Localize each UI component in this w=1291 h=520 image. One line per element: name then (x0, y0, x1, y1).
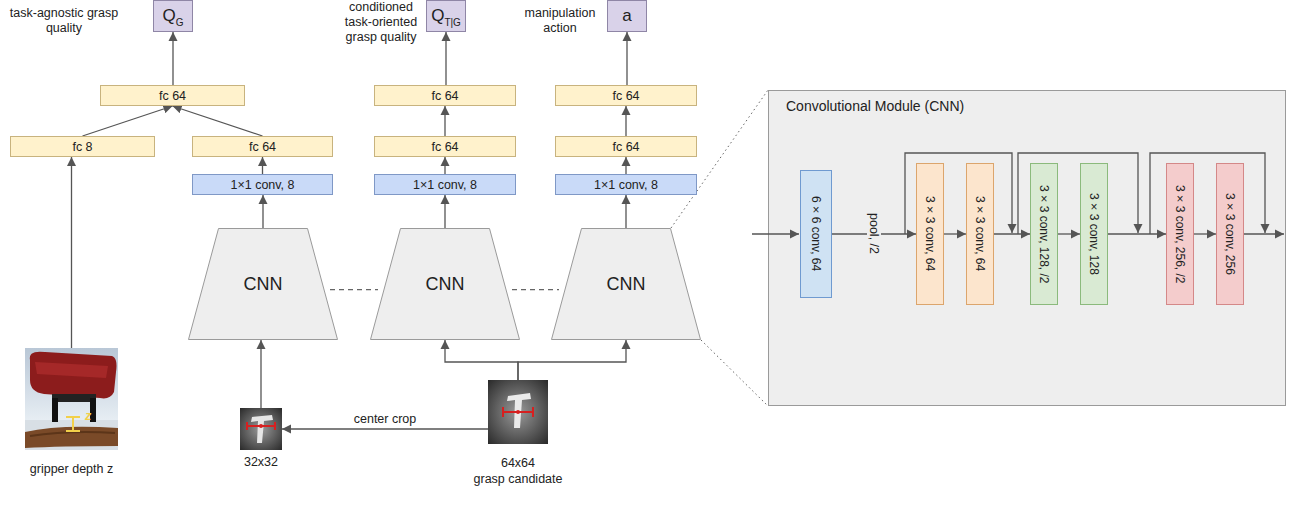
node-text: 3×3 conv, 64 (923, 196, 937, 271)
connector (330, 289, 378, 290)
module-input (752, 233, 799, 234)
node-text: 6×6 conv, 64 (809, 196, 823, 271)
connector (1058, 233, 1080, 234)
connector (444, 157, 445, 174)
connector (626, 32, 627, 85)
connector (625, 106, 626, 136)
node-text: fc 8 (72, 140, 92, 154)
node-text: fc 64 (159, 89, 186, 103)
conv-layer: 1×1 conv, 8 (192, 174, 333, 195)
connector (282, 428, 488, 429)
conv-block: 3×3 conv, 256, /2 (1166, 163, 1194, 305)
fc-layer: fc 64 (374, 136, 516, 157)
connector (83, 106, 173, 136)
gripper-render (25, 348, 118, 450)
node-text: Q (162, 6, 175, 26)
connector (262, 157, 263, 174)
node-text: 1×1 conv, 8 (594, 178, 658, 192)
conv-layer: 1×1 conv, 8 (555, 174, 697, 195)
node-text: Convolutional Module (CNN) (786, 98, 964, 114)
depth-crop (240, 408, 282, 450)
node-text: CNN (607, 274, 646, 295)
fc-layer: fc 64 (192, 136, 333, 157)
node-text: 1×1 conv, 8 (230, 178, 294, 192)
node-text: gripper depth z (30, 462, 113, 476)
connector (445, 340, 518, 380)
conv-block: 3×3 conv, 64 (916, 163, 944, 305)
node-text: a (622, 6, 631, 26)
connector (1194, 233, 1216, 234)
node-text: 3×3 conv, 64 (973, 196, 987, 271)
connector (444, 195, 445, 228)
conv-layer: 1×1 conv, 8 (374, 174, 516, 195)
node-text: 3×3 conv, 256, /2 (1173, 185, 1187, 284)
node-text: fc 64 (431, 140, 458, 154)
conv-block: 3×3 conv, 64 (966, 163, 994, 305)
cnn-module: CNN (551, 228, 701, 340)
fc-layer: fc 64 (555, 136, 697, 157)
node-text: CNN (426, 274, 465, 295)
connector (262, 195, 263, 228)
subscript: G (176, 17, 184, 28)
cnn-module: CNN (188, 228, 338, 340)
connector (173, 106, 263, 136)
depth-image (488, 380, 548, 444)
fc-layer: fc 64 (374, 85, 516, 106)
cnn-module: CNN (370, 228, 520, 340)
conv-block: 3×3 conv, 128 (1080, 163, 1108, 305)
edge-label: center crop (352, 412, 419, 426)
node-text: grasp candidate (474, 472, 563, 486)
subscript: T|G (444, 17, 460, 28)
annotation: task-agnostic grasp quality (8, 6, 120, 36)
node-text: 64x64 (501, 456, 535, 470)
fc-layer: fc 64 (555, 85, 697, 106)
connector (625, 157, 626, 174)
module-panel (769, 91, 1286, 406)
output-box: QT|G (426, 0, 466, 32)
annotation: manipulation action (515, 6, 605, 36)
connector (518, 340, 626, 380)
fc-layer: fc 8 (10, 136, 155, 157)
input-image: gripper depth z (25, 348, 118, 450)
connector (1108, 233, 1166, 234)
connector (71, 157, 72, 348)
node-text: 3×3 conv, 128 (1087, 193, 1101, 275)
annotation: z (82, 409, 94, 424)
node-text: 3×3 conv, 128, /2 (1037, 185, 1051, 284)
fc-layer: fc 64 (100, 85, 245, 106)
node-text: 3×3 conv, 256 (1223, 193, 1237, 275)
connector (260, 340, 261, 408)
output-box: QG (153, 0, 193, 32)
node-text: 1×1 conv, 8 (413, 178, 477, 192)
input-image: 64x64grasp candidate (488, 380, 548, 444)
annotation: conditioned task-oriented grasp quality (335, 0, 427, 45)
connector (445, 32, 446, 85)
input-image: 32x32 (240, 408, 282, 450)
connector (444, 106, 445, 136)
connector (944, 233, 966, 234)
node-text: Q (431, 6, 444, 26)
connector (512, 289, 559, 290)
node-text: CNN (244, 274, 283, 295)
conv-block: 6×6 conv, 64 (800, 170, 832, 298)
connector (172, 32, 173, 85)
module-output (1244, 233, 1284, 234)
node-text: fc 64 (612, 140, 639, 154)
node-text: 32x32 (244, 455, 278, 469)
module-panel: Convolutional Module (CNN) 6×6 conv, 64 3×… (768, 90, 1286, 406)
output-box: a (607, 0, 647, 32)
edge-label: pool, /2 (867, 211, 881, 256)
node-text: fc 64 (612, 89, 639, 103)
conv-block: 3×3 conv, 256 (1216, 163, 1244, 305)
connector (994, 233, 1030, 234)
conv-block: 3×3 conv, 128, /2 (1030, 163, 1058, 305)
node-text: fc 64 (431, 89, 458, 103)
node-text: fc 64 (249, 140, 276, 154)
connector (625, 195, 626, 228)
